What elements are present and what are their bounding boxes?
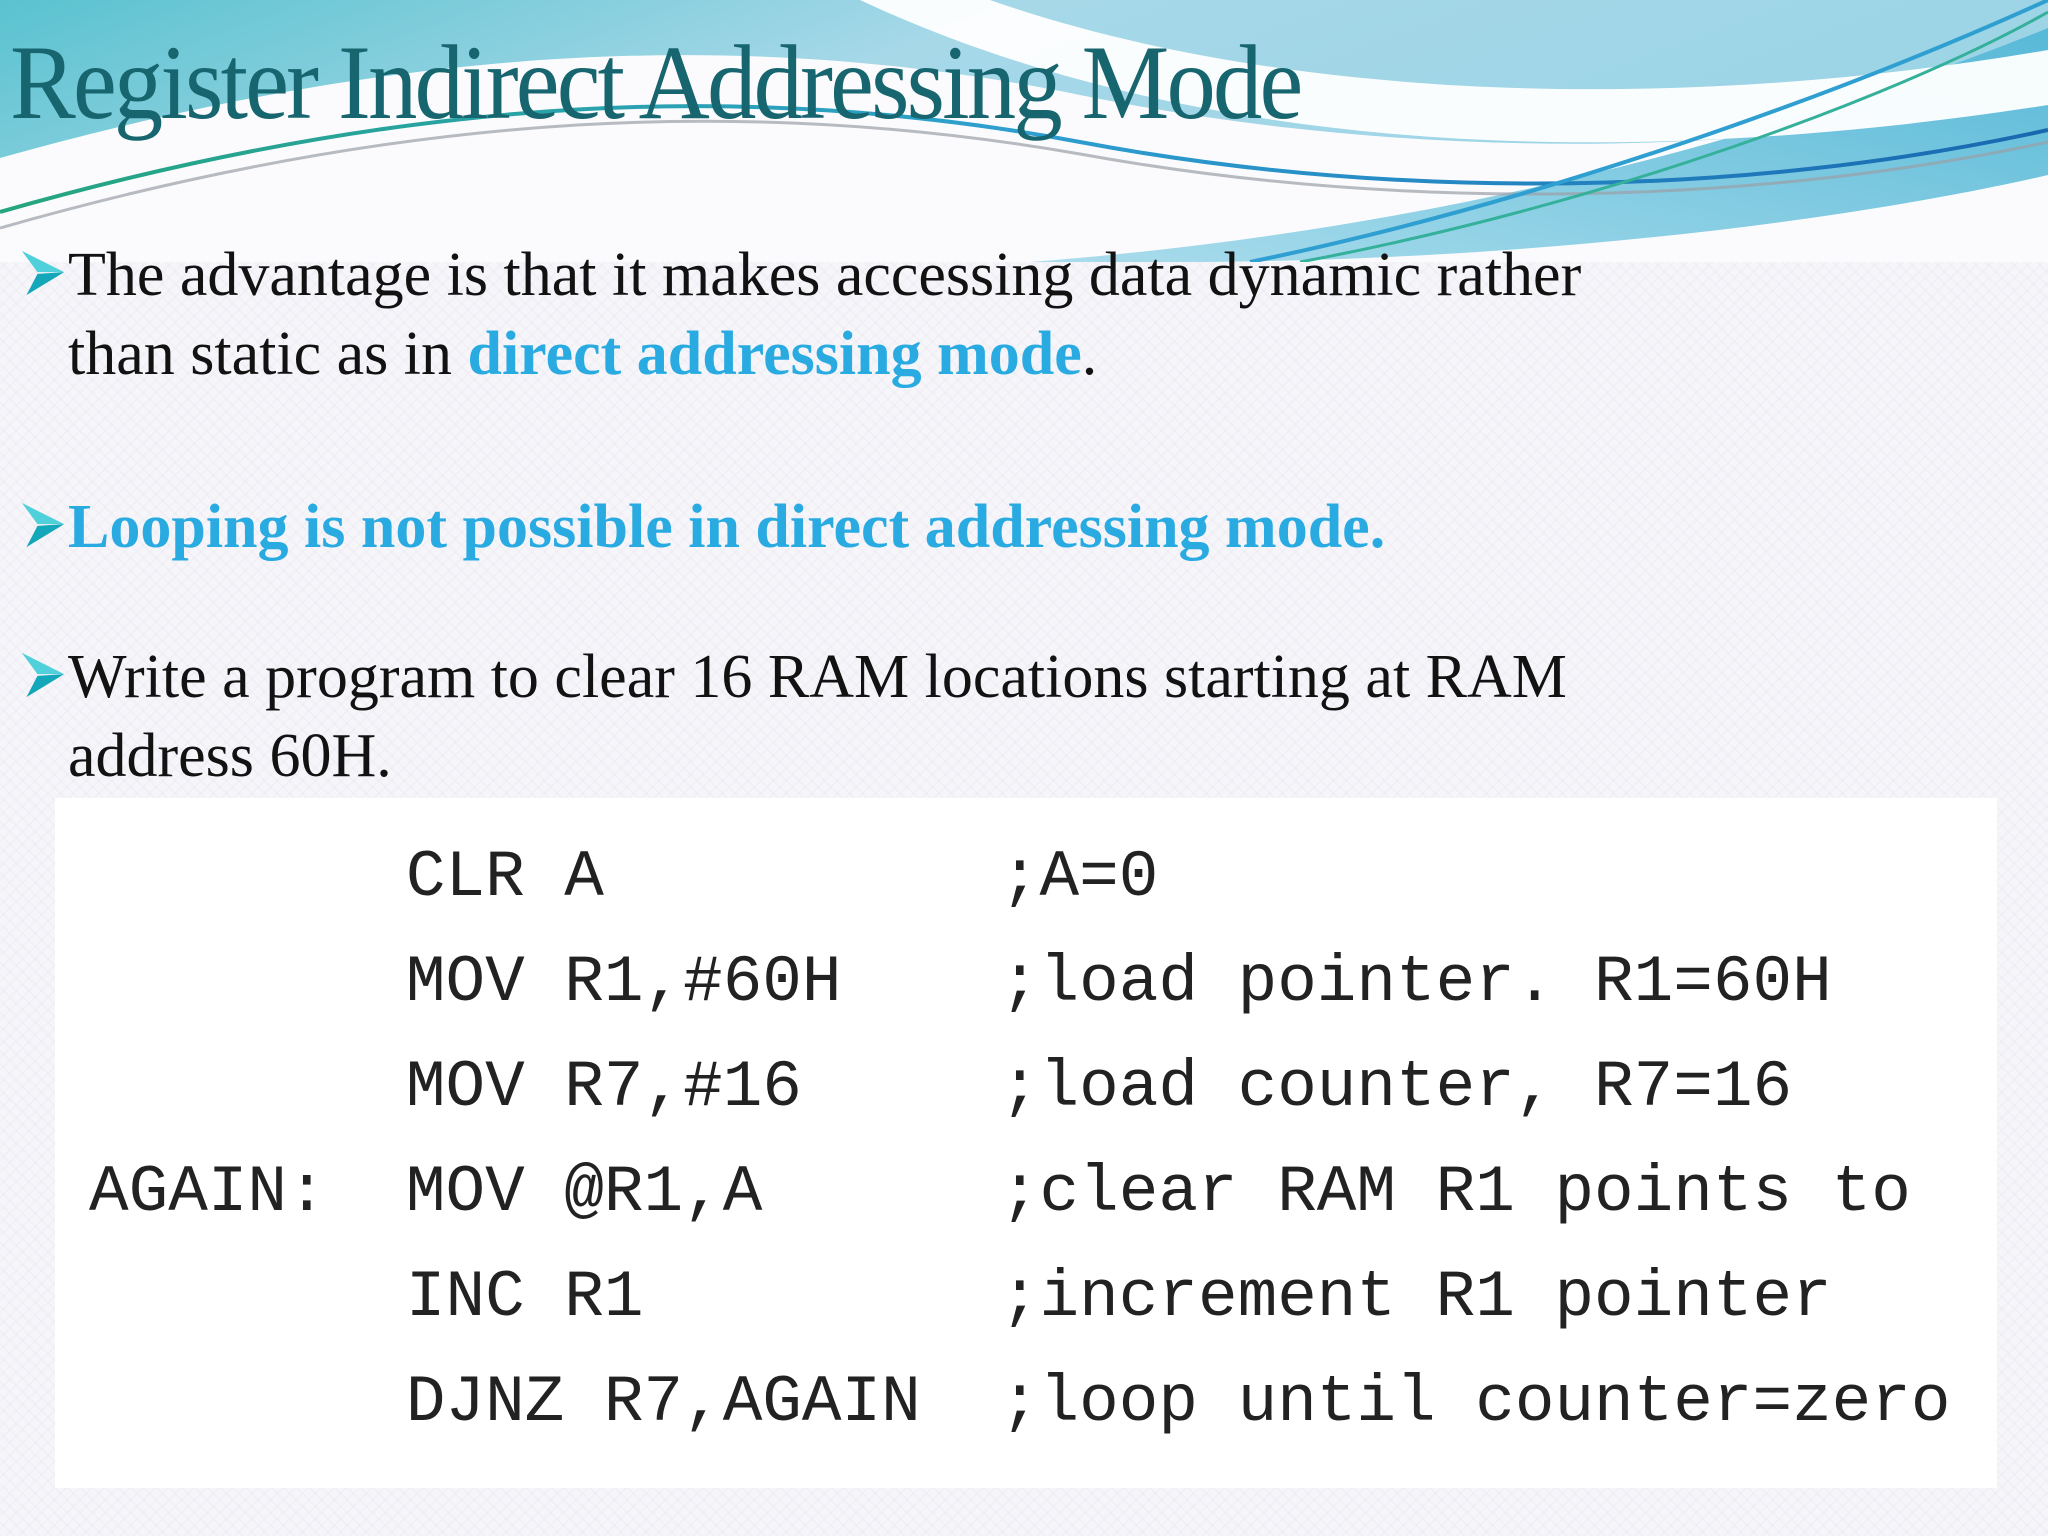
bullet-item-looping: Looping is not possible in direct addres…: [20, 488, 2040, 567]
bullet-text: Write a program to clear 16 RAM location…: [68, 643, 1567, 790]
bullet-item-program-task: Write a program to clear 16 RAM location…: [20, 638, 2040, 796]
header-wave-graphic: [0, 0, 2048, 262]
code-line: MOV R7,#16 ;load counter, R7=16: [89, 1050, 1793, 1125]
bullet-text-period: .: [1081, 320, 1098, 388]
code-line: CLR A ;A=0: [89, 840, 1159, 915]
arrow-bullet-icon: [21, 502, 65, 548]
bullet-highlight-text: direct addressing mode: [467, 320, 1082, 388]
bullet-text: Looping is not possible in direct addres…: [68, 493, 1386, 561]
code-line: MOV R1,#60H ;load pointer. R1=60H: [89, 945, 1832, 1020]
arrow-bullet-icon: [21, 652, 65, 698]
code-line: DJNZ R7,AGAIN ;loop until counter=zero: [89, 1365, 1951, 1440]
bullet-item-advantage: The advantage is that it makes accessing…: [20, 236, 2040, 394]
bullet-text: The advantage is that it makes accessing…: [68, 241, 1582, 388]
page-title: Register Indirect Addressing Mode: [10, 24, 1303, 141]
code-line: INC R1 ;increment R1 pointer: [89, 1260, 1832, 1335]
code-block: CLR A ;A=0 MOV R1,#60H ;load pointer. R1…: [55, 798, 1997, 1488]
arrow-bullet-icon: [21, 250, 65, 296]
code-line: AGAIN: MOV @R1,A ;clear RAM R1 points to: [89, 1155, 1911, 1230]
bullet-list: The advantage is that it makes accessing…: [20, 236, 2040, 796]
